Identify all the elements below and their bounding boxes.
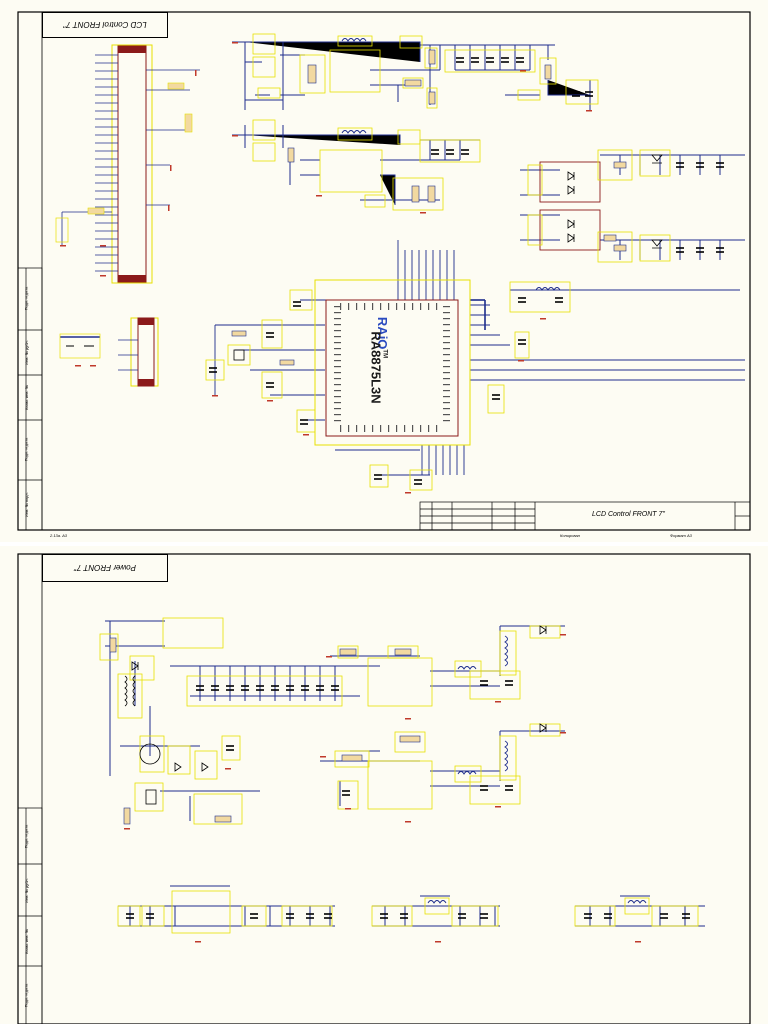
side-label-4: Подп. и дата [23,437,29,462]
chip-part-number: RA8875L3N [368,331,384,404]
ground-symbols [60,42,592,494]
sheet-title-box: LCD Control FRONT 7" [42,12,168,38]
schematic-sheet-power: Power FRONT 7" Подп. и дата Инв. № дубл.… [0,546,768,1024]
power-schematic [17,553,751,1024]
regulator-top [232,41,591,110]
regulator-top-resistors [307,49,552,105]
lcd-connector [55,44,200,284]
side-label-1: Подп. и дата [23,286,29,311]
regulator-top-parts [252,33,599,109]
title-block-title: LCD Control FRONT 7" [592,511,665,518]
lcd-control-schematic [17,11,751,531]
footer-left: 2.13a. A3 [50,533,67,538]
power-side-label-3: Взам. инв. № [23,929,29,954]
power-sheet-title-box: Power FRONT 7" [42,554,168,582]
power-side-label-4: Подп. и дата [23,983,29,1008]
footer-right: Формат A3 [670,533,692,538]
schematic-sheet-lcd-control: LCD Control FRONT 7" RAiOTM RA8875L3N LC… [0,0,768,542]
side-stamp [17,267,43,531]
power-side-label-2: Инв. № дубл. [23,878,29,903]
sheet-title: LCD Control FRONT 7" [63,20,147,30]
power-sheet-title: Power FRONT 7" [74,563,136,573]
cap-plates-top [456,57,593,97]
title-block [419,501,751,531]
side-label-5: Инв. № подл. [23,492,29,517]
ra8875-chip [205,240,745,491]
sheet-separator [0,542,768,546]
small-connector [59,317,159,387]
side-label-3: Взам. инв. № [23,385,29,410]
power-side-label-1: Подп. и дата [23,824,29,849]
ground-symbols-b [124,634,641,943]
side-label-2: Инв. № дубл. [23,340,29,365]
footer-mid: Копировал [560,533,580,538]
side-stamp-b [17,807,43,1024]
right-bridge-section [520,149,745,263]
